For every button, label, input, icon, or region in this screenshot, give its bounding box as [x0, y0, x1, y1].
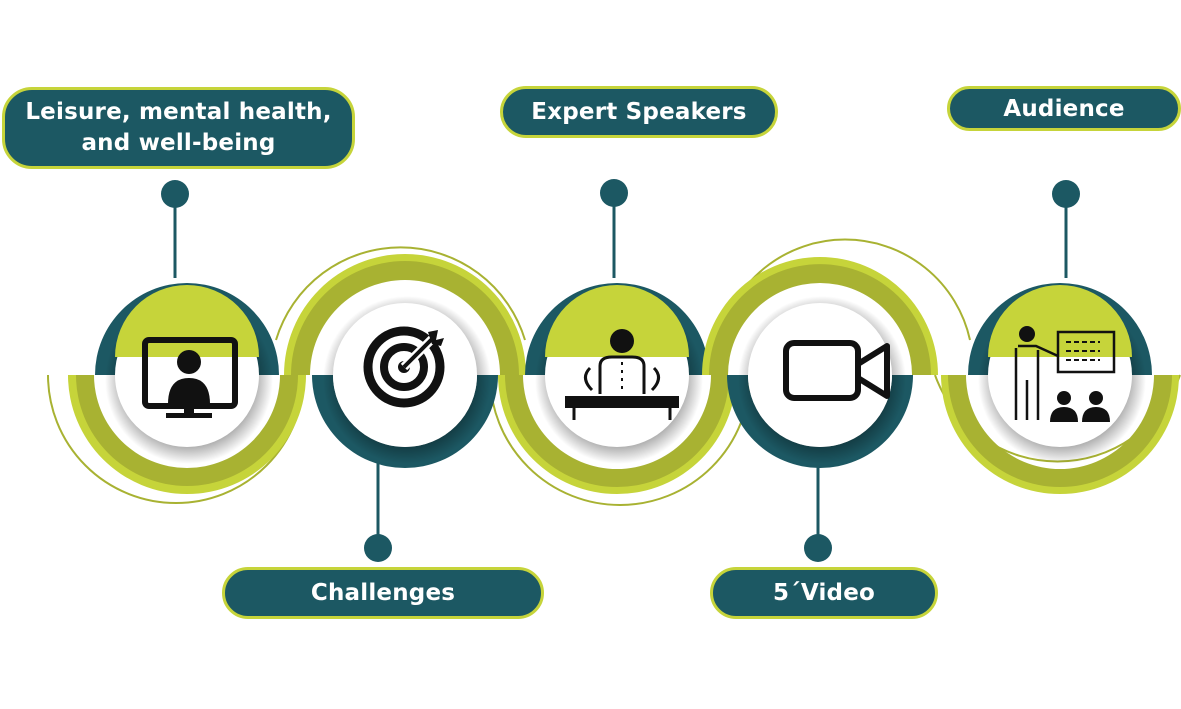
connectors: [161, 179, 1080, 562]
monitor-person-icon: [142, 337, 238, 418]
video-camera-icon: [783, 340, 890, 401]
step-label-audience: Audience: [947, 86, 1181, 131]
inner-circle-3: [535, 285, 703, 464]
target-arrow-icon: [363, 326, 445, 408]
connector-dot: [1052, 180, 1080, 208]
step-label-line2: and well-being: [81, 130, 276, 156]
step-label-expert-speakers: Expert Speakers: [500, 86, 778, 138]
step-label-leisure: Leisure, mental health, and well-being: [2, 87, 355, 169]
inner-circle-4: [738, 296, 906, 464]
connector-dot: [364, 534, 392, 562]
step-label-video: 5´Video: [710, 567, 938, 619]
step-label-line1: Leisure, mental health,: [25, 99, 332, 125]
connector-dot: [804, 534, 832, 562]
presenter-audience-icon: [1014, 326, 1116, 422]
speaker-podium-icon: [565, 329, 679, 420]
step-label-challenges: Challenges: [222, 567, 544, 619]
connector-dot: [161, 180, 189, 208]
connector-dot: [600, 179, 628, 207]
inner-circle-2: [323, 296, 491, 464]
